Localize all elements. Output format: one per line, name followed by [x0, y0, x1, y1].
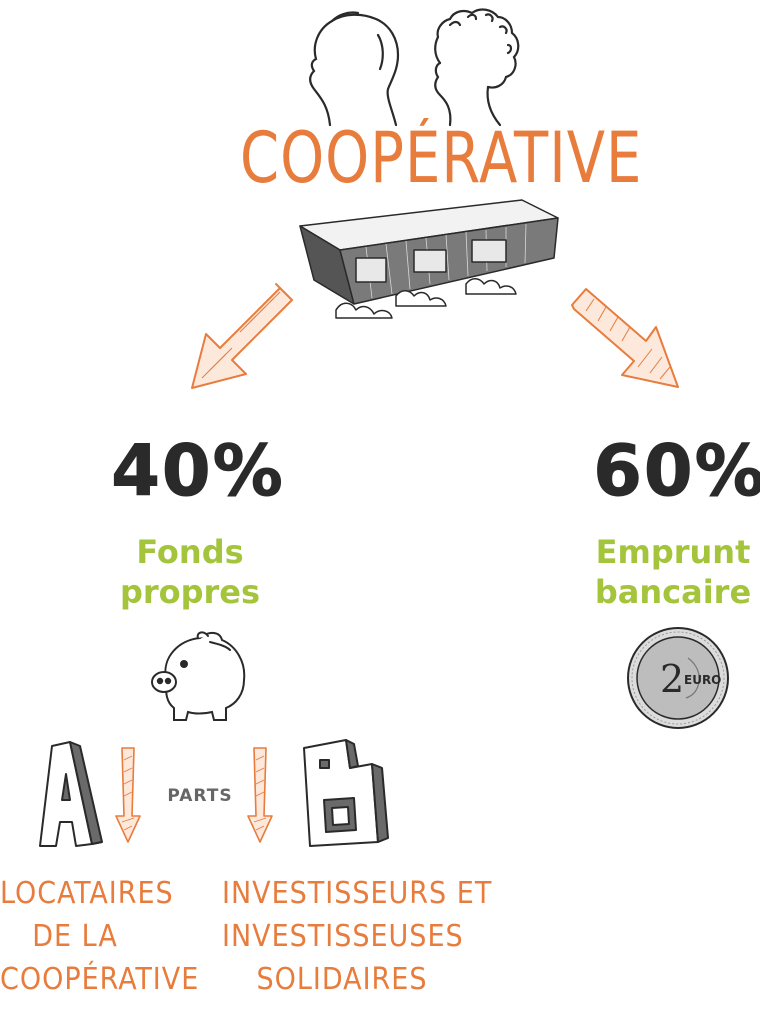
share-b-line2: INVESTISSEUSES: [222, 919, 464, 954]
title-cooperative: COOPÉRATIVE: [240, 118, 643, 200]
parts-label: PARTS: [167, 786, 233, 806]
share-b-caption: INVESTISSEURS ET INVESTISSEUSES SOLIDAIR…: [222, 872, 493, 1001]
people-silhouettes-icon: [309, 8, 520, 127]
right-label-line1: Emprunt: [595, 533, 751, 571]
share-b-line3: SOLIDAIRES: [256, 962, 428, 997]
piggy-bank-icon: [151, 631, 246, 721]
left-label: Fonds propres: [90, 532, 290, 612]
euro-coin-icon: 2 EURO: [627, 627, 729, 729]
right-label-line2: bancaire: [594, 573, 752, 611]
share-a-line2: DE LA: [32, 919, 118, 954]
letter-a-block: [39, 741, 103, 847]
right-label: Emprunt bancaire: [578, 532, 760, 612]
arrow-down-b-icon: [247, 747, 273, 843]
share-a-caption: LOCATAIRES DE LA COOPÉRATIVE: [0, 872, 200, 1001]
coin-text: EURO: [684, 673, 721, 687]
share-b-line1: INVESTISSEURS ET: [222, 876, 493, 911]
left-label-line2: propres: [119, 573, 261, 611]
arrow-down-left-icon: [191, 283, 293, 389]
left-percent: 40%: [111, 430, 285, 513]
share-a-line3: COOPÉRATIVE: [0, 962, 200, 997]
building-icon: [299, 199, 559, 319]
left-label-line1: Fonds: [136, 533, 244, 571]
share-a-line1: LOCATAIRES: [0, 876, 174, 911]
arrow-down-right-icon: [571, 288, 679, 388]
letter-b-block: [303, 739, 389, 847]
right-percent: 60%: [593, 430, 760, 513]
arrow-down-a-icon: [115, 747, 141, 843]
coin-digit: 2: [660, 657, 684, 701]
